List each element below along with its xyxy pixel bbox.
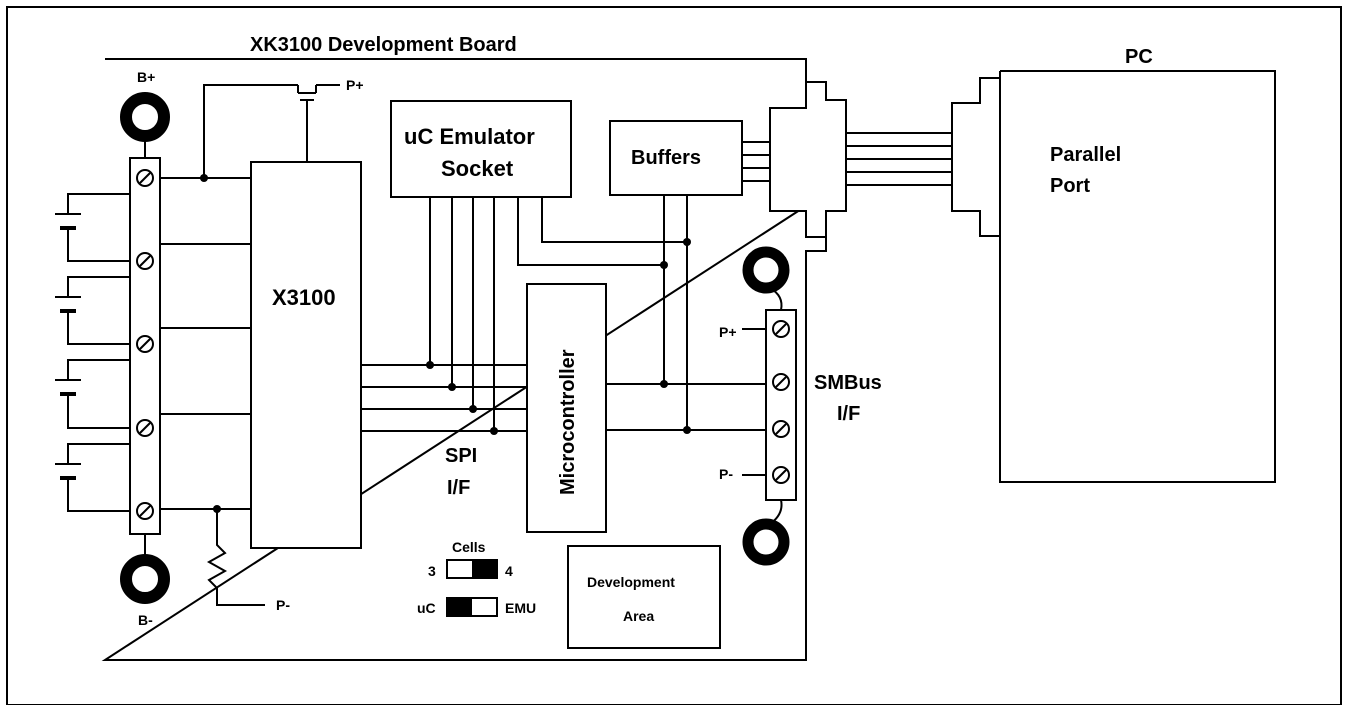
pc-box xyxy=(999,70,1276,483)
cells-switch[interactable] xyxy=(446,559,498,579)
battery-terminal-screws xyxy=(136,169,154,520)
emulator-socket-block xyxy=(390,100,572,198)
mode-switch-right-label: EMU xyxy=(505,600,536,616)
cells-switch-title: Cells xyxy=(452,539,486,555)
p-plus-top-label: P+ xyxy=(346,77,364,93)
emulator-label-2: Socket xyxy=(441,156,514,181)
mode-switch[interactable] xyxy=(446,597,498,617)
smbus-p-minus-label: P- xyxy=(719,466,733,482)
smbus-top-terminal xyxy=(742,246,790,294)
parallel-port-label-1: Parallel xyxy=(1050,144,1121,166)
b-minus-label: B- xyxy=(138,612,153,628)
microcontroller-label: Microcontroller xyxy=(557,349,579,495)
b-minus-terminal xyxy=(120,554,170,604)
mode-switch-left-label: uC xyxy=(417,600,436,616)
outer-frame xyxy=(6,6,1342,705)
x3100-label: X3100 xyxy=(272,285,336,310)
pc-connector xyxy=(951,77,1001,237)
battery-cells xyxy=(55,193,130,512)
smbus-p-plus-label: P+ xyxy=(719,324,737,340)
smbus-terminal-screws xyxy=(772,320,790,484)
p-minus-bottom-label: P- xyxy=(276,597,290,613)
development-area-label-2: Area xyxy=(623,608,654,624)
b-plus-label: B+ xyxy=(137,69,155,85)
board-title: XK3100 Development Board xyxy=(250,34,517,56)
board-connector xyxy=(769,81,847,238)
smbus-label-1: SMBus xyxy=(814,372,882,394)
spi-label-1: SPI xyxy=(445,445,477,467)
buffers-label: Buffers xyxy=(631,147,701,169)
spi-label-2: I/F xyxy=(447,477,470,499)
pc-title: PC xyxy=(1125,46,1153,68)
cells-switch-right-label: 4 xyxy=(505,563,513,579)
smbus-bottom-terminal xyxy=(742,518,790,566)
x3100-block xyxy=(250,161,362,549)
development-area-label-1: Development xyxy=(587,574,675,590)
buffers-block xyxy=(609,120,743,196)
cells-switch-left-label: 3 xyxy=(428,563,436,579)
development-area-block xyxy=(567,545,721,649)
b-plus-terminal xyxy=(120,92,170,142)
microcontroller-block xyxy=(526,283,607,533)
parallel-port-label-2: Port xyxy=(1050,175,1090,197)
emulator-label-1: uC Emulator xyxy=(404,124,535,149)
smbus-label-2: I/F xyxy=(837,403,860,425)
